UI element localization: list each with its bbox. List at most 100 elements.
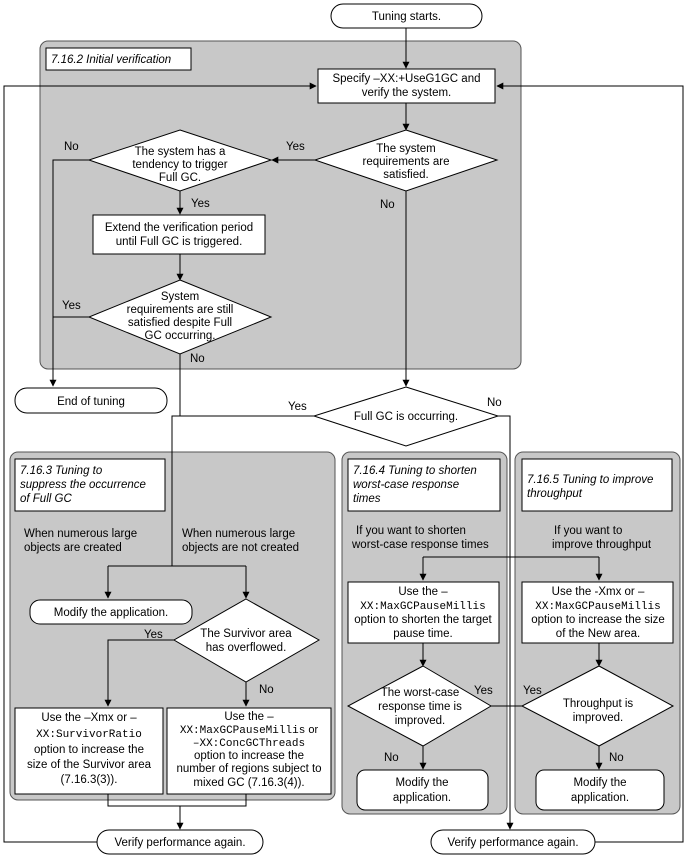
extend-line1: Extend the verification period	[105, 222, 253, 234]
section-title-shorten-3: times	[353, 493, 381, 505]
tendency-line1: The system has a	[135, 146, 226, 158]
requirements-decision	[313, 129, 499, 192]
throughput-decision	[520, 665, 675, 747]
section-title-shorten-1: 7.16.4 Tuning to shorten	[353, 465, 477, 477]
new-area-line1: Use the -Xmx or –	[552, 586, 645, 598]
end-label: End of tuning	[57, 396, 125, 408]
section-title-throughput-1: 7.16.5 Tuning to improve	[527, 474, 653, 486]
survivor-ratio-line4: size of the Survivor area	[27, 759, 152, 771]
modify-right-line2: application.	[571, 792, 629, 804]
no-large-objects-line2: objects are not created	[182, 542, 299, 554]
specify-line2: verify the system.	[362, 87, 451, 99]
specify-line1: Specify –XX:+UseG1GC and	[332, 73, 480, 85]
yes-label-fullgc: Yes	[288, 401, 307, 413]
verify-again-right-label: Verify performance again.	[447, 837, 578, 849]
no-label-throughput: No	[609, 752, 624, 764]
survivor-overflow-decision	[172, 598, 321, 683]
modify-right-line1: Modify the	[573, 777, 626, 789]
yes-label-survivor: Yes	[144, 629, 163, 641]
survivor-ratio-line2: XX:SurvivorRatio	[36, 729, 142, 741]
still-satisfied-line3: satisfied despite Full	[128, 317, 232, 329]
modify-application-left-box	[29, 599, 193, 625]
pause-conc-line1: Use the –	[224, 711, 274, 723]
yes-label-still-satisfied: Yes	[62, 300, 81, 312]
verify-again-right-terminal	[430, 829, 596, 855]
pause-target-line3: option to shorten the target	[354, 614, 492, 626]
pause-target-line1: Use the –	[398, 586, 448, 598]
section-title-suppress-2: suppress the occurrence	[20, 479, 146, 491]
modify-mid-line1: Modify the	[395, 777, 448, 789]
survivor-ratio-line5: (7.16.3(3)).	[61, 774, 118, 786]
section-title-suppress-box	[14, 458, 166, 512]
section-title-shorten-2: worst-case response	[353, 479, 459, 491]
tendency-decision	[87, 129, 273, 192]
new-area-line3: option to increase the size	[531, 614, 665, 626]
pause-conc-line3: –XX:ConcGCThreads	[193, 738, 305, 750]
no-label-still-satisfied: No	[190, 353, 205, 365]
verify-again-left-label: Verify performance again.	[114, 837, 245, 849]
worstcase-line2: response time is	[378, 701, 462, 713]
no-label-tendency: No	[64, 141, 79, 153]
survivor-ratio-line3: option to increase the	[34, 744, 144, 756]
no-label-requirements: No	[380, 199, 395, 211]
pause-conc-line5: number of regions subject to	[176, 763, 321, 775]
large-objects-line2: objects are created	[24, 542, 122, 554]
tendency-line2: tendency to trigger	[132, 159, 227, 171]
shorten-want-line1: If you want to shorten	[356, 525, 466, 537]
modify-application-left-label: Modify the application.	[54, 607, 168, 619]
section-title-initial-box	[45, 47, 192, 71]
modify-application-mid-box	[356, 769, 489, 811]
start-label: Tuning starts.	[372, 11, 441, 23]
no-label-survivor: No	[259, 684, 274, 696]
extend-verification-box	[92, 214, 266, 255]
connectors	[3, 28, 684, 843]
pause-conc-line6: mixed GC (7.16.3(4)).	[193, 777, 304, 789]
yes-label-worstcase: Yes	[474, 685, 493, 697]
still-satisfied-line1: System	[161, 291, 199, 303]
section-title-suppress-1: 7.16.3 Tuning to	[20, 465, 103, 477]
still-satisfied-line4: GC occurring.	[145, 330, 216, 342]
section-title-shorten-box	[347, 458, 501, 512]
section-title-throughput-box	[521, 458, 673, 512]
shorten-want-line2: worst-case response times	[351, 539, 489, 551]
worstcase-line3: improved.	[395, 715, 446, 727]
section-title-throughput-2: throughput	[527, 488, 583, 500]
worstcase-decision	[346, 665, 492, 747]
worstcase-line1: The worst-case	[381, 687, 460, 699]
specify-g1gc-box	[317, 68, 496, 104]
still-satisfied-line2: requirements are still	[127, 304, 234, 316]
large-objects-line1: When numerous large	[24, 528, 137, 540]
no-label-worstcase: No	[384, 752, 399, 764]
requirements-line2: requirements are	[363, 156, 450, 168]
pause-target-line2: XX:MaxGCPauseMillis	[360, 601, 485, 613]
modify-mid-line2: application.	[393, 792, 451, 804]
throughput-want-line2: improve throughput	[552, 539, 652, 551]
pause-target-box	[347, 581, 500, 644]
still-satisfied-decision	[87, 279, 273, 355]
initial-verification-panel	[39, 40, 522, 370]
new-area-box	[521, 581, 674, 644]
yes-label-requirements: Yes	[286, 141, 305, 153]
pause-conc-threads-box	[166, 707, 332, 795]
survivor-ratio-box	[14, 707, 164, 795]
verify-again-left-terminal	[96, 829, 264, 855]
requirements-line1: The system	[376, 143, 435, 155]
throughput-want-line1: If you want to	[554, 525, 622, 537]
start-terminal	[330, 3, 483, 29]
throughput-line2: improved.	[573, 712, 624, 724]
no-label-fullgc: No	[487, 397, 502, 409]
section-title-initial: 7.16.2 Initial verification	[51, 54, 171, 66]
new-area-line2: XX:MaxGCPauseMillis	[535, 601, 660, 613]
survivor-line1: The Survivor area	[200, 628, 292, 640]
pause-conc-line4: option to increase the	[194, 750, 304, 762]
throughput-line1: Throughput is	[563, 698, 634, 710]
no-large-objects-line1: When numerous large	[182, 528, 295, 540]
modify-application-right-box	[535, 769, 665, 811]
survivor-line2: has overflowed.	[206, 642, 287, 654]
survivor-ratio-line1: Use the –Xmx or –	[41, 712, 137, 724]
yes-label-throughput: Yes	[523, 685, 542, 697]
pause-conc-line2: XX:MaxGCPauseMillis or	[180, 724, 319, 737]
requirements-line3: satisfied.	[383, 169, 428, 181]
fullgc-label: Full GC is occurring.	[354, 411, 458, 423]
